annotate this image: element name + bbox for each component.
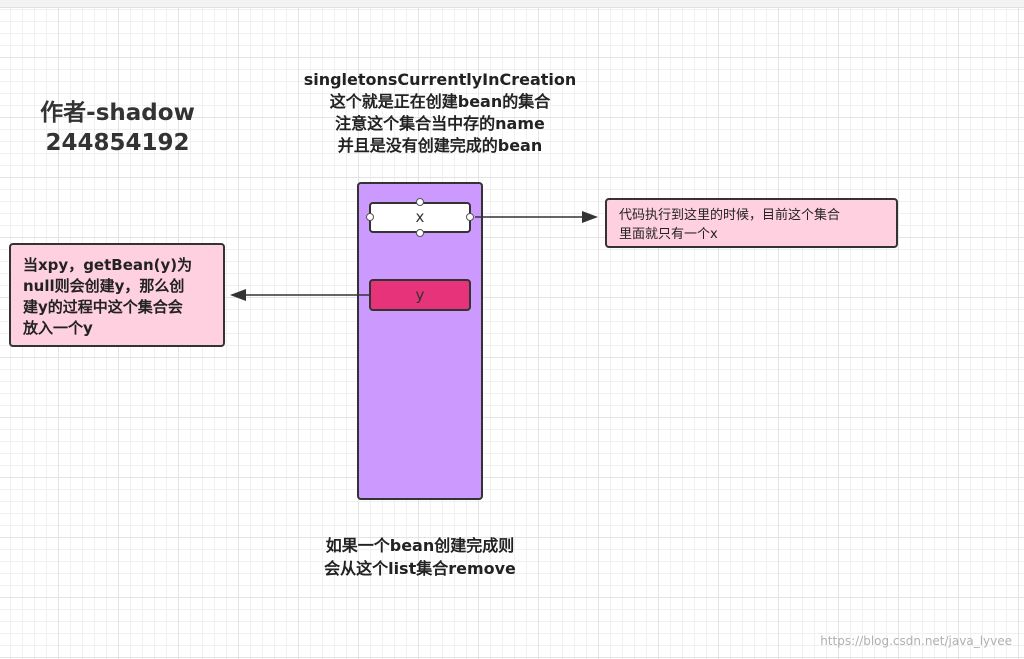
set-item-y[interactable]: y bbox=[369, 279, 471, 311]
arrowhead-left-icon bbox=[230, 289, 246, 301]
note-current-state-line-2: 里面就只有一个x bbox=[619, 227, 718, 242]
note-create-y[interactable]: 当xpy，getBean(y)为 null则会创建y，那么创 建y的过程中这个集… bbox=[9, 243, 225, 347]
author-label: 作者-shadow 244854192 bbox=[30, 98, 205, 158]
author-name: 作者-shadow bbox=[40, 100, 195, 126]
watermark-url: https://blog.csdn.net/java_lyvee bbox=[820, 634, 1012, 648]
canvas-top-strip bbox=[0, 0, 1024, 8]
arrowhead-right-icon bbox=[582, 211, 598, 223]
set-description-line-2: 注意这个集合当中存的name bbox=[335, 114, 545, 133]
set-description-line-3: 并且是没有创建完成的bean bbox=[337, 136, 543, 155]
note-create-y-line-3: 建y的过程中这个集合会 bbox=[23, 298, 183, 316]
set-description-line-1: 这个就是正在创建bean的集合 bbox=[329, 92, 551, 111]
removal-caption-line-2: 会从这个list集合remove bbox=[324, 559, 516, 578]
note-create-y-line-1: 当xpy，getBean(y)为 bbox=[23, 256, 193, 274]
selection-handle-bottom[interactable] bbox=[416, 229, 424, 237]
selection-handle-right[interactable] bbox=[466, 213, 474, 221]
note-current-state-line-1: 代码执行到这里的时候，目前这个集合 bbox=[619, 208, 841, 223]
set-name: singletonsCurrentlyInCreation bbox=[303, 70, 577, 89]
note-create-y-line-4: 放入一个y bbox=[23, 319, 93, 337]
removal-caption: 如果一个bean创建完成则 会从这个list集合remove bbox=[290, 534, 550, 580]
selection-handle-left[interactable] bbox=[366, 213, 374, 221]
selection-handle-top[interactable] bbox=[416, 198, 424, 206]
author-id: 244854192 bbox=[45, 130, 190, 156]
note-current-state[interactable]: 代码执行到这里的时候，目前这个集合 里面就只有一个x bbox=[605, 198, 898, 248]
set-title-block: singletonsCurrentlyInCreation 这个就是正在创建be… bbox=[290, 69, 590, 157]
note-create-y-line-2: null则会创建y，那么创 bbox=[23, 277, 185, 295]
removal-caption-line-1: 如果一个bean创建完成则 bbox=[325, 536, 515, 555]
